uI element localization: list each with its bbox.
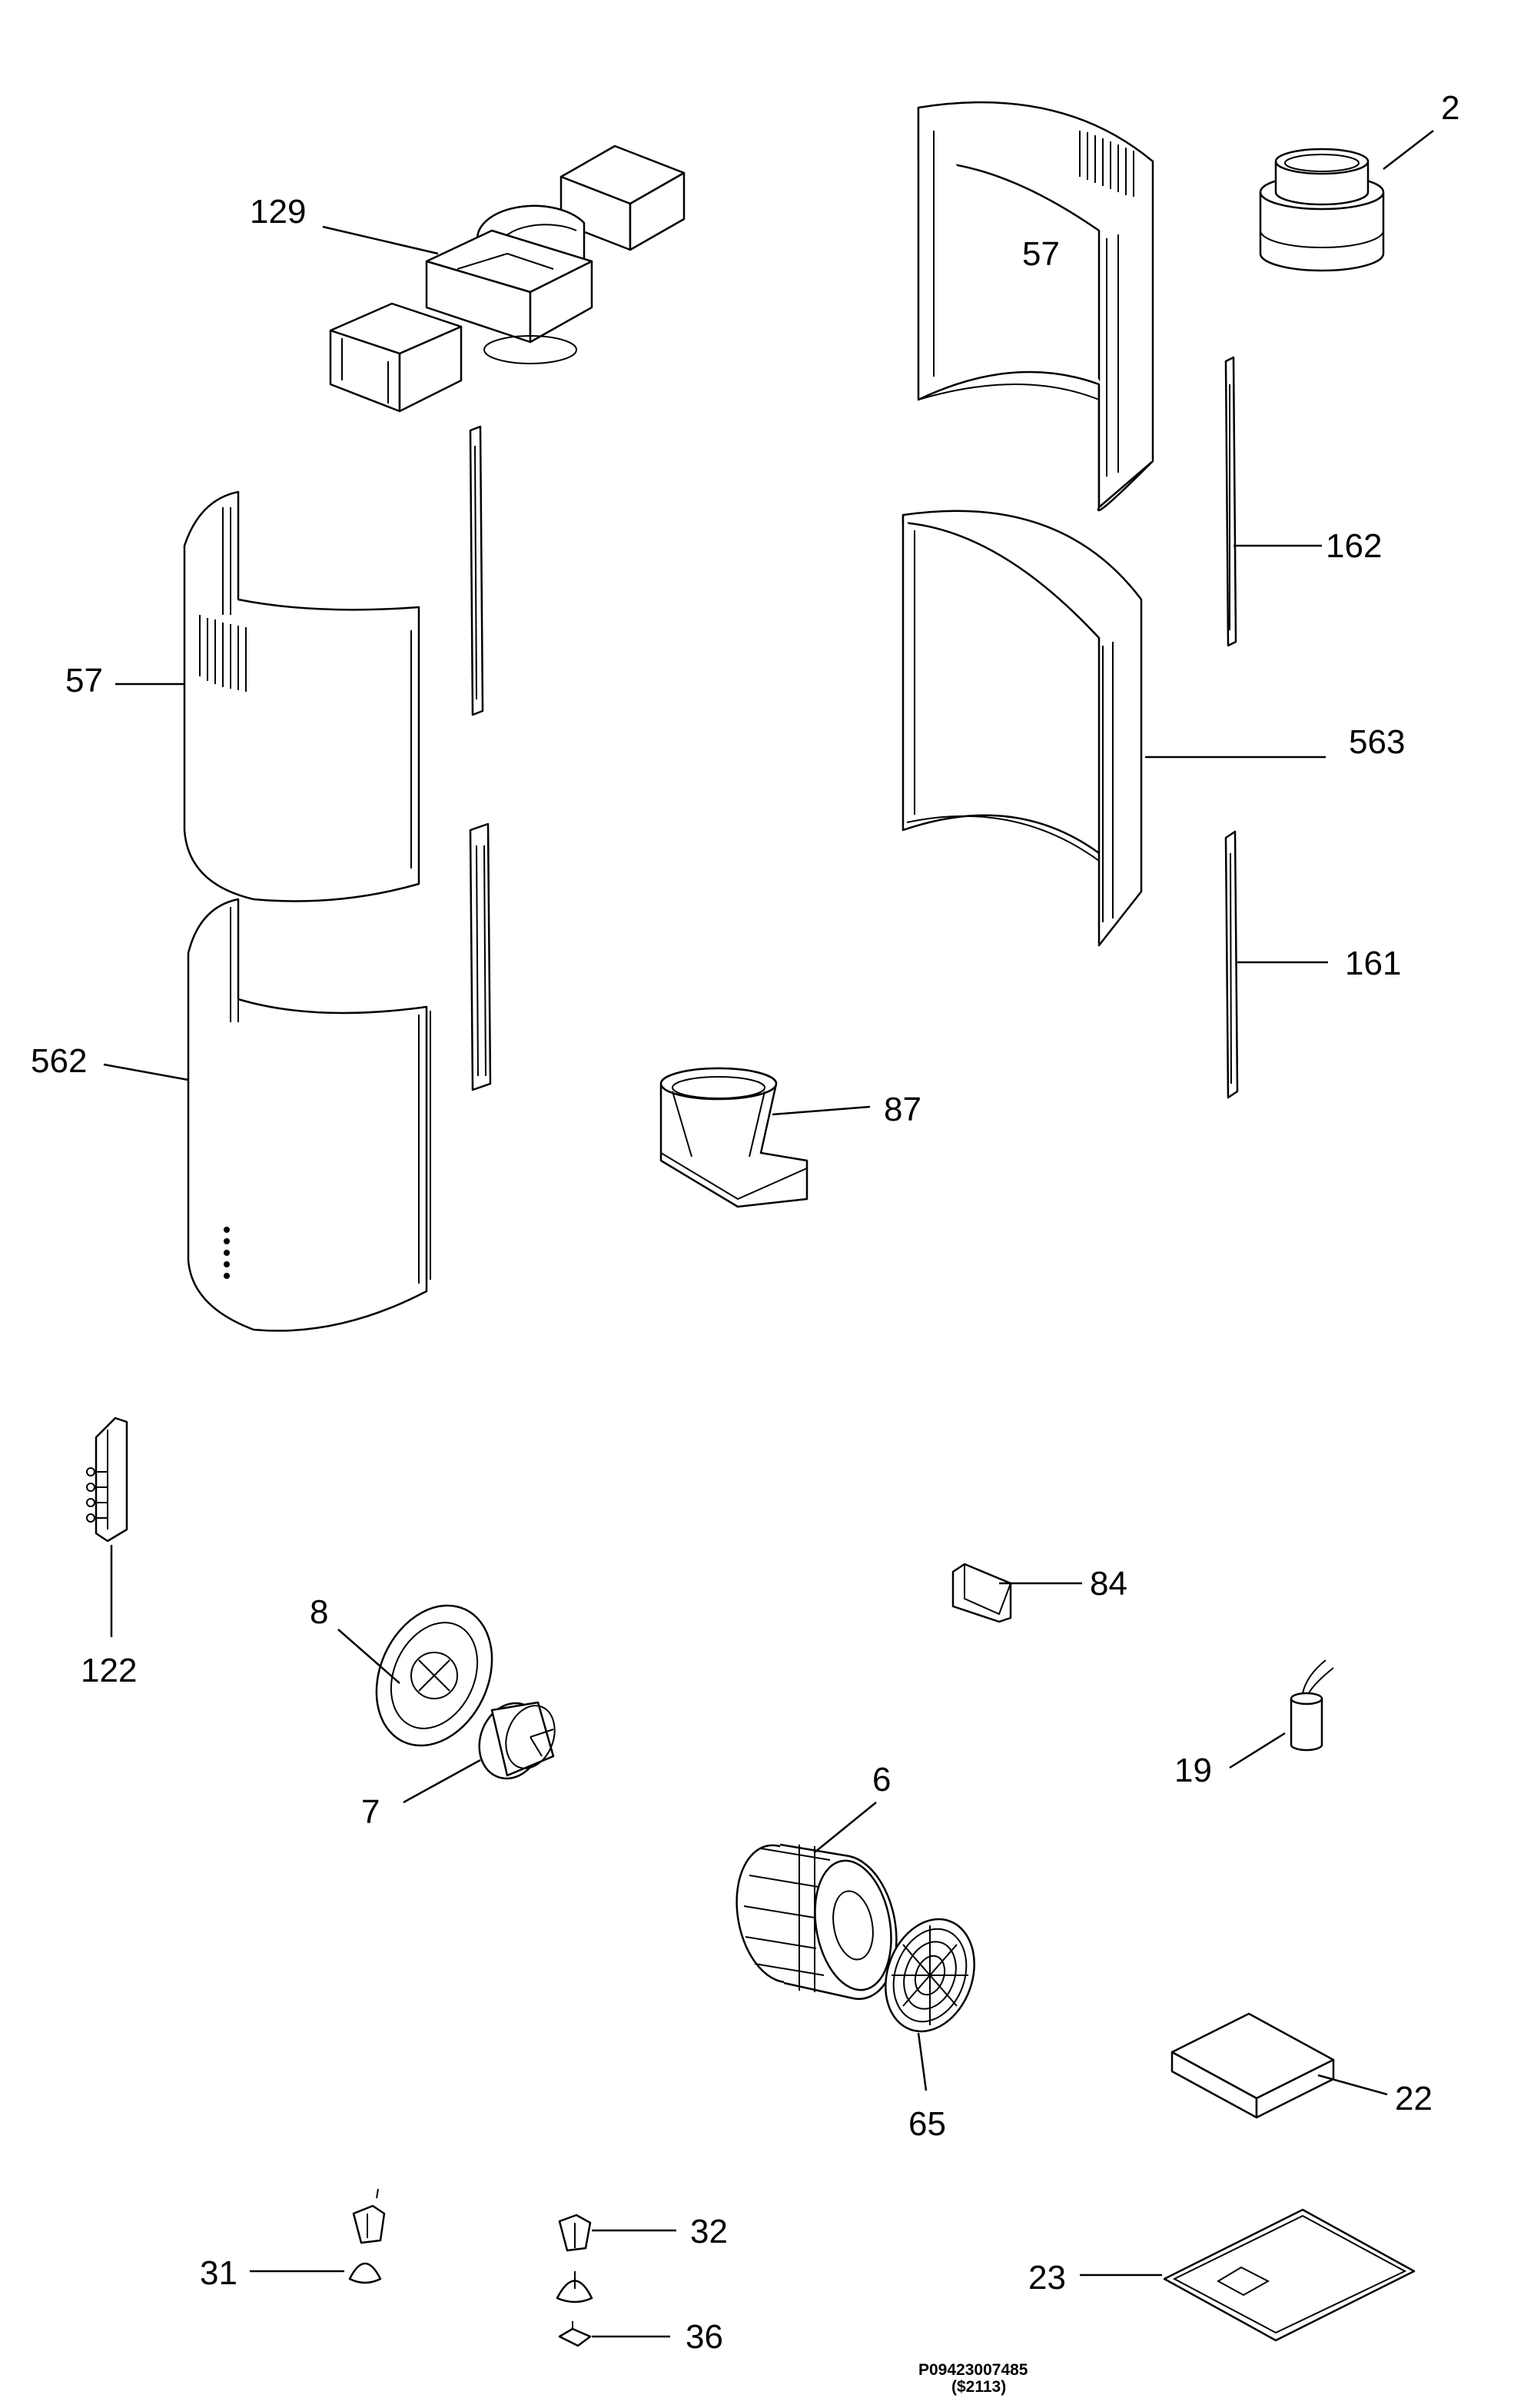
part-7-motor xyxy=(478,1701,556,1780)
callout-87: 87 xyxy=(884,1091,921,1128)
callout-122: 122 xyxy=(81,1652,137,1689)
document-code: P09423007485 xyxy=(918,2361,1028,2379)
part-65-inlet-grille xyxy=(885,1918,975,2033)
callout-162: 162 xyxy=(1326,527,1382,565)
part-22-filter-pad xyxy=(1170,2012,1335,2119)
part-563-chimney-lower-right xyxy=(901,510,1143,947)
callout-563: 563 xyxy=(1349,723,1405,761)
revision-code: ($2113) xyxy=(951,2378,1006,2396)
callout-562: 562 xyxy=(31,1042,87,1080)
part-87-adapter xyxy=(659,1067,809,1208)
part-57-chimney-left xyxy=(183,490,420,902)
part-122-control-board xyxy=(86,1417,128,1543)
callout-129: 129 xyxy=(250,193,306,231)
part-562-chimney-lower-left xyxy=(187,898,431,1332)
part-lamp-cone xyxy=(556,2271,593,2303)
callout-84: 84 xyxy=(1090,1565,1127,1603)
callout-22: 22 xyxy=(1395,2080,1433,2117)
callout-7: 7 xyxy=(361,1793,380,1831)
part-36-lamp-clip xyxy=(558,2321,592,2347)
callout-19: 19 xyxy=(1174,1752,1212,1789)
callout-6: 6 xyxy=(872,1761,891,1799)
callout-57-left: 57 xyxy=(65,662,103,699)
callout-36: 36 xyxy=(686,2318,723,2356)
callout-8: 8 xyxy=(310,1593,328,1631)
callout-31: 31 xyxy=(200,2254,237,2292)
part-strip-left-upper xyxy=(469,425,484,716)
callout-32: 32 xyxy=(690,2213,728,2250)
part-57-chimney-top-right xyxy=(917,101,1154,512)
part-84-component xyxy=(951,1563,1012,1623)
part-32-lamp-socket xyxy=(558,2214,592,2252)
part-19-capacitor xyxy=(1290,1659,1334,1752)
callout-57-right: 57 xyxy=(1022,235,1060,273)
part-129-air-duct xyxy=(329,144,686,413)
callout-65: 65 xyxy=(908,2105,946,2143)
part-8-motor-plate xyxy=(375,1604,493,1747)
callout-23: 23 xyxy=(1028,2259,1066,2297)
part-31-lamp-holder xyxy=(348,2188,386,2284)
callout-161: 161 xyxy=(1345,945,1401,982)
part-6-blower-wheel xyxy=(735,1843,898,2000)
callout-2: 2 xyxy=(1441,89,1459,127)
part-strip-left-lower xyxy=(469,822,492,1091)
part-161-strip xyxy=(1224,830,1239,1099)
part-2-connector-ring xyxy=(1259,148,1385,272)
part-23-grease-filter xyxy=(1163,2208,1416,2342)
part-162-strip xyxy=(1224,356,1237,647)
